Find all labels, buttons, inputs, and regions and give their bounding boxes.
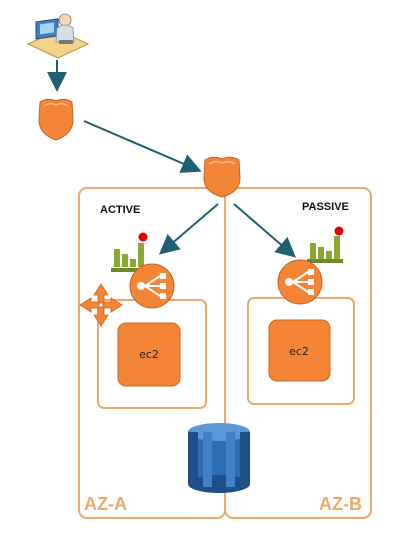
az-b-container: [224, 187, 372, 519]
arrow-to-lb-a: [158, 203, 219, 255]
ec2-label-a: ec2: [139, 348, 159, 361]
passive-label: PASSIVE: [302, 201, 349, 213]
az-a-label: AZ-A: [84, 494, 127, 514]
elastic-load-balancer-icon: [277, 259, 323, 305]
arrow-to-lb-b: [233, 203, 297, 258]
elastic-load-balancer-icon: [129, 263, 175, 309]
ec2-icon: ec2: [268, 319, 331, 382]
cloudwatch-icon: [307, 226, 344, 263]
ec2-icon: ec2: [117, 322, 181, 387]
user-workstation-icon: [26, 13, 90, 59]
ec2-label-b: ec2: [289, 345, 309, 358]
route53-secondary-icon: [203, 156, 241, 198]
rds-icon: [188, 423, 250, 493]
route53-icon: [38, 98, 74, 141]
az-b-label: AZ-B: [319, 494, 362, 514]
cloudwatch-icon: [111, 232, 148, 272]
auto-scaling-icon: [79, 283, 123, 327]
arrow-dns-to-lb: [83, 120, 202, 173]
active-label: ACTIVE: [100, 204, 140, 216]
